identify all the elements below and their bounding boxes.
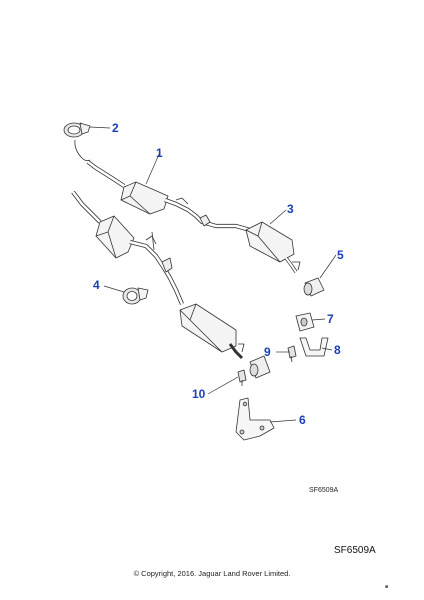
callout-3: 3 <box>287 202 294 216</box>
callout-6: 6 <box>299 413 306 427</box>
callout-numbers: 2 1 3 5 4 7 8 9 10 6 <box>93 121 344 427</box>
diagram-ref-code: SF6509A <box>334 545 376 556</box>
callout-4: 4 <box>93 278 100 292</box>
callout-7: 7 <box>327 312 334 326</box>
clamp-part-4 <box>122 287 149 305</box>
tailpipe-tip-lower <box>249 355 271 379</box>
lower-exhaust-pipe <box>71 190 245 360</box>
callout-10: 10 <box>192 387 206 401</box>
tail-hose <box>74 139 91 162</box>
upper-exhaust-pipe <box>86 160 301 273</box>
callout-2: 2 <box>112 121 119 135</box>
callout-8: 8 <box>334 343 341 357</box>
rubber-mount-part-7 <box>295 312 315 332</box>
hanger-bracket-part-6 <box>235 397 275 441</box>
copyright-notice: © Copyright, 2016. Jaguar Land Rover Lim… <box>133 569 291 578</box>
callout-1: 1 <box>156 146 163 160</box>
clamp-part-2 <box>63 122 91 138</box>
leader-lines <box>89 126 337 423</box>
tailpipe-tip-part-5 <box>303 277 325 297</box>
callout-9: 9 <box>264 345 271 359</box>
bolt-part-10 <box>237 369 247 386</box>
callout-5: 5 <box>337 248 344 262</box>
bolt-part-9 <box>287 345 297 363</box>
diagram-ref-code-small: SF6509A <box>309 487 339 494</box>
corner-mark: ■ <box>385 584 389 590</box>
bracket-part-8 <box>299 337 329 357</box>
